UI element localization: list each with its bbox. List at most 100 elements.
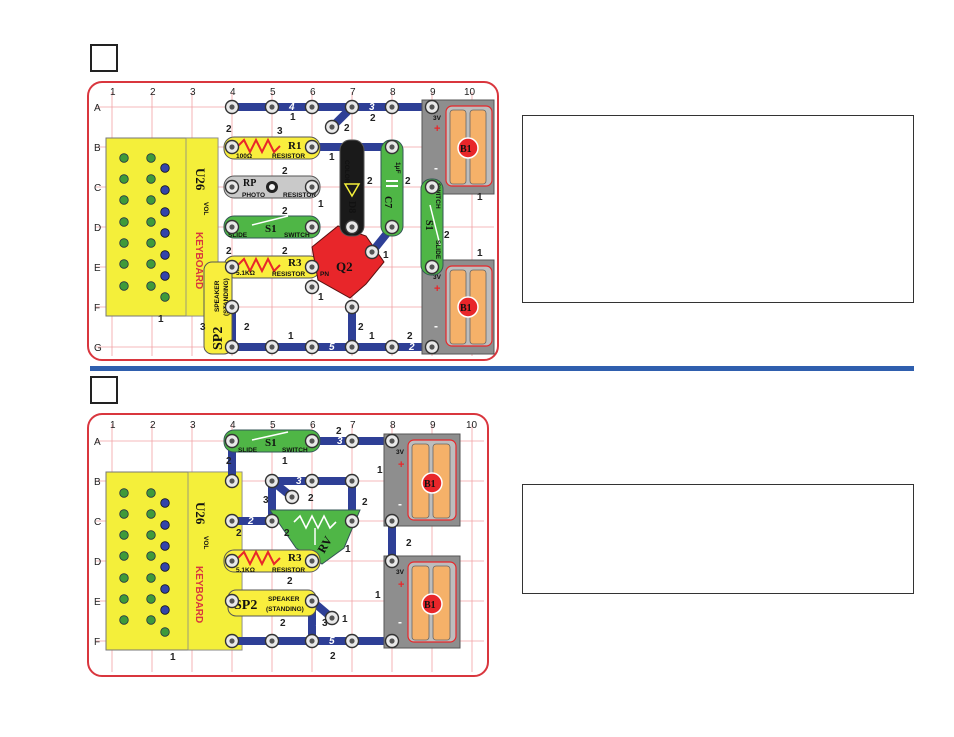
row-label: A xyxy=(94,437,101,448)
d8-sub: COLOR xyxy=(343,160,350,184)
level-mark: 2 xyxy=(226,124,232,135)
level-mark: 2 xyxy=(315,618,322,629)
col-label: 3 xyxy=(190,87,196,98)
q2-label: Q2 xyxy=(336,259,353,274)
b1-top-minus: - xyxy=(434,161,438,175)
level-mark: 1 xyxy=(375,590,381,601)
sp2-label: SP2 xyxy=(234,598,257,613)
level-mark: 3 xyxy=(337,436,343,447)
transistor-q2: Q2 PN xyxy=(311,225,385,299)
col-label: 4 xyxy=(230,87,236,98)
board-2-row-labels: A B C D E F xyxy=(94,437,101,648)
level-mark: 2 xyxy=(244,322,250,333)
level-mark: 1 xyxy=(342,614,348,625)
keyboard-label: KEYBOARD xyxy=(193,232,204,289)
s1-label: S1 xyxy=(265,223,277,235)
sp2-sub1: SPEAKER xyxy=(268,596,300,603)
slide-switch-s1: S1 SLIDE SWITCH xyxy=(223,215,321,239)
circuit-board-2: 1 2 3 4 5 6 7 8 9 10 A B C D E F xyxy=(87,413,489,677)
board-1-column-labels: 1 2 3 4 5 6 7 8 9 10 xyxy=(110,87,476,98)
r1-sub: RESISTOR xyxy=(272,153,305,160)
level-mark: 2 xyxy=(406,538,412,549)
b1-top-voltage: 3V xyxy=(433,115,442,122)
level-mark: 2 xyxy=(367,176,373,187)
col-label: 10 xyxy=(464,87,476,98)
description-box-2 xyxy=(522,484,914,594)
row-label: D xyxy=(94,223,101,234)
circuit-board-1: 1 2 3 4 5 6 7 8 9 10 A B C D E F G xyxy=(87,81,499,361)
level-mark: 4 xyxy=(288,102,295,113)
level-mark: 1 xyxy=(290,112,296,123)
s1v-sub2: SWITCH xyxy=(434,183,441,209)
level-mark: 2 xyxy=(308,493,314,504)
q2-sub: PN xyxy=(320,271,329,278)
description-box-1 xyxy=(522,115,914,303)
s1-label: S1 xyxy=(265,437,277,449)
level-mark: 5 xyxy=(329,342,335,353)
col-label: 5 xyxy=(270,87,276,98)
col-label: 9 xyxy=(430,420,436,431)
col-label: 8 xyxy=(390,420,396,431)
r1-value: 100Ω xyxy=(236,153,252,160)
level-mark: 1 xyxy=(282,456,288,467)
board-2-level-marks: 2 3 2 1 1 3 2 3 2 2 2 2 1 2 2 1 2 2 3 1 … xyxy=(170,426,412,663)
c7-label: C7 xyxy=(382,196,393,208)
level-mark: 5 xyxy=(329,636,335,647)
level-mark: 2 xyxy=(284,528,290,539)
level-mark: 1 xyxy=(158,314,164,325)
row-label: G xyxy=(94,343,102,354)
col-label: 10 xyxy=(466,420,478,431)
potentiometer-rv: RV xyxy=(269,509,361,565)
row-label: F xyxy=(94,637,100,648)
b1-bottom-minus: - xyxy=(398,615,402,629)
level-mark: 1 xyxy=(318,292,324,303)
row-label: C xyxy=(94,517,101,528)
b1-bottom-minus: - xyxy=(434,319,438,333)
u26-label: U26 xyxy=(193,168,208,191)
keyboard-label: KEYBOARD xyxy=(193,566,204,623)
level-mark: 2 xyxy=(226,246,232,257)
col-label: 2 xyxy=(150,420,156,431)
col-label: 6 xyxy=(310,87,316,98)
level-mark: 3 xyxy=(322,618,328,629)
level-mark: 1 xyxy=(477,248,483,259)
level-mark: 1 xyxy=(345,544,351,555)
level-mark: 2 xyxy=(408,342,415,353)
level-mark: 2 xyxy=(247,516,254,527)
level-mark: 3 xyxy=(296,476,302,487)
col-label: 4 xyxy=(230,420,236,431)
level-mark: 1 xyxy=(288,331,294,342)
col-label: 1 xyxy=(110,87,116,98)
battery-holder-b1-top: B1 3V + - xyxy=(383,433,461,527)
level-mark: 1 xyxy=(318,199,324,210)
r3-value: 5.1KΩ xyxy=(236,567,255,574)
level-mark: 1 xyxy=(377,465,383,476)
level-mark: 1 xyxy=(369,331,375,342)
level-mark: 2 xyxy=(226,456,232,467)
vol-label: VOL xyxy=(202,536,209,549)
step-number-box-2 xyxy=(90,376,118,404)
col-label: 6 xyxy=(310,420,316,431)
b1-bottom-plus: + xyxy=(434,283,440,295)
board-1-level-marks: 1 2 3 4 5 3 2 2 2 1 2 1 2 1 1 2 2 1 2 2 … xyxy=(158,102,483,353)
s1v-label: S1 xyxy=(423,220,434,231)
s1-sub2: SWITCH xyxy=(284,232,310,239)
rp-sub2: RESISTOR xyxy=(283,192,316,199)
row-label: B xyxy=(94,477,101,488)
level-mark: 2 xyxy=(282,166,288,177)
keyboard-u26: U26 KEYBOARD VOL xyxy=(105,471,243,651)
row-label: B xyxy=(94,143,101,154)
sp2-sub2: (STANDING) xyxy=(223,278,230,316)
r3-sub: RESISTOR xyxy=(272,271,305,278)
sp2-sub1: SPEAKER xyxy=(214,280,221,312)
vol-label: VOL xyxy=(202,202,209,215)
level-mark: 2 xyxy=(336,426,342,437)
b1-bottom-plus: + xyxy=(398,579,404,591)
s1-sub2: SWITCH xyxy=(282,447,308,454)
resistor-r3: R3 5.1KΩ RESISTOR xyxy=(223,549,321,574)
level-mark: 2 xyxy=(282,246,288,257)
level-mark: 2 xyxy=(287,576,293,587)
color-led-d8: COLOR D8 xyxy=(339,139,365,237)
level-mark: 2 xyxy=(236,528,242,539)
